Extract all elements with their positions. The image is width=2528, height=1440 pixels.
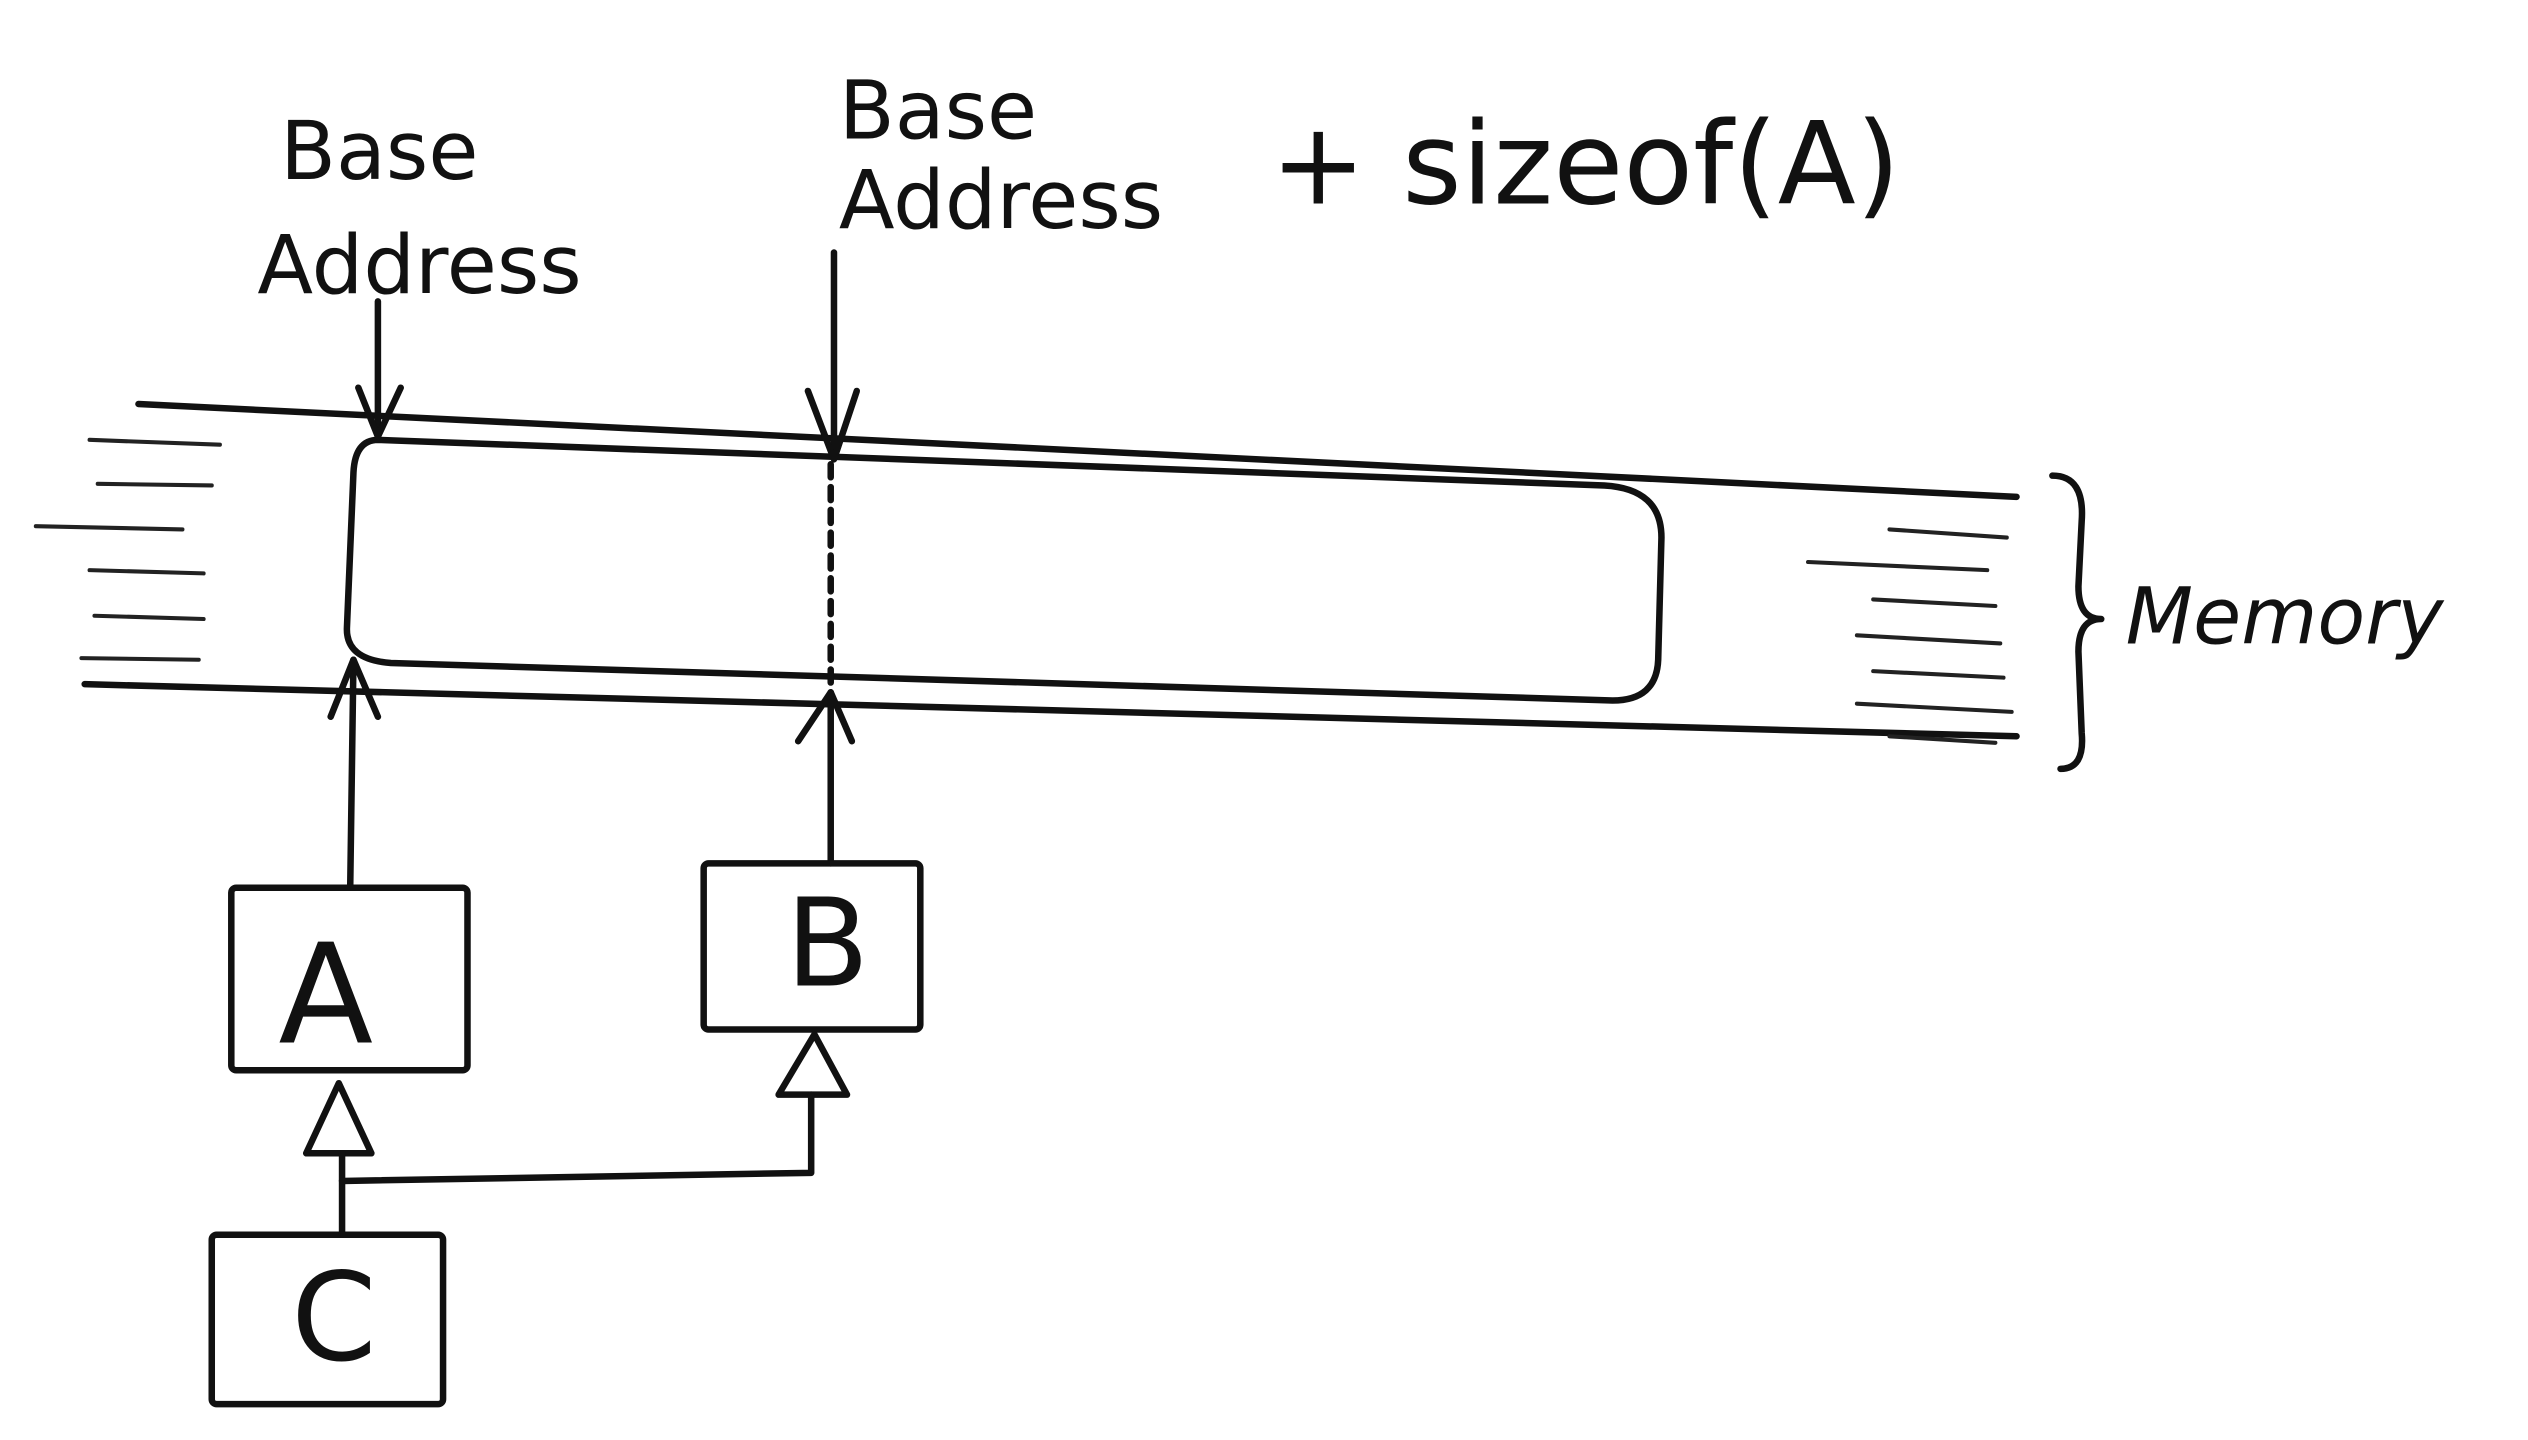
memory-label: Memory [2126, 571, 2446, 662]
class-a-box: A [228, 884, 471, 1076]
base-address-label-line2: Address [257, 218, 581, 313]
memory-brace [2049, 472, 2105, 773]
b-pointer-arrow [794, 689, 856, 867]
class-a-label: A [278, 914, 373, 1076]
base-address-label-line1: Base [280, 104, 478, 199]
base-address-arrow [355, 298, 404, 440]
class-c-box: C [208, 1231, 447, 1408]
memory-band [81, 400, 2020, 740]
offset-label-line1: Base [839, 63, 1037, 158]
offset-label-line2: Address [839, 153, 1163, 248]
a-pointer-arrow [327, 656, 382, 892]
class-b-label: B [786, 873, 870, 1015]
offset-arrow [804, 249, 861, 463]
allocated-object-region [343, 436, 1665, 704]
class-b-box: B [700, 860, 924, 1033]
class-c-label: C [291, 1247, 376, 1389]
memory-continuation-right [1806, 527, 2014, 745]
inheritance-c-to-b [338, 1031, 851, 1185]
inheritance-c-to-a [302, 1079, 375, 1238]
offset-label-suffix: + sizeof(A) [1271, 98, 1901, 231]
memory-continuation-left [33, 437, 222, 662]
